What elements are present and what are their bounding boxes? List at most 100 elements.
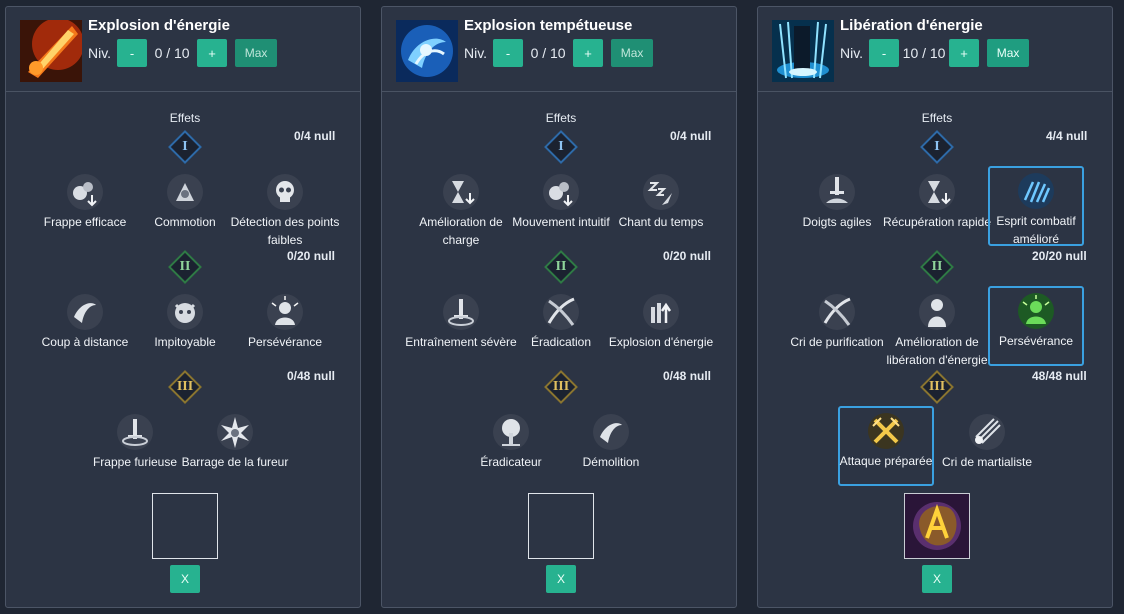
tripod-node[interactable]: Démolition	[563, 407, 659, 487]
rune-slot[interactable]	[904, 493, 970, 559]
sleep-zz-icon	[643, 174, 679, 210]
skill-header: Explosion tempétueuse Niv. - 0 / 10 + Ma…	[382, 7, 736, 92]
tier2-badge: II	[920, 250, 954, 284]
tripod-label: Détection des points faibles	[230, 215, 340, 247]
tripod-node[interactable]: Éradicateur	[463, 407, 559, 487]
clear-rune-button[interactable]: X	[546, 565, 576, 593]
tripod-node-selected[interactable]: Esprit combatif amélioré	[988, 166, 1084, 246]
tripod-node[interactable]: Amélioration de libération d'énergie	[886, 287, 988, 367]
tripod-label: Récupération rapide	[882, 215, 992, 229]
level-decrease-button[interactable]: -	[117, 39, 148, 67]
tripod-node-selected[interactable]: Persévérance	[988, 286, 1084, 366]
tree-burst-icon	[493, 414, 529, 450]
tier3-count: 0/48 null	[663, 369, 712, 383]
tier2-count: 0/20 null	[287, 249, 336, 263]
storm-explosion-skill-icon	[396, 20, 458, 82]
tripod-node[interactable]: Entraînement sévère	[405, 287, 517, 367]
tripod-node[interactable]: Chant du temps	[613, 167, 709, 247]
tripod-node[interactable]: Mouvement intuitif	[512, 167, 610, 247]
tripod-label: Amélioration de charge	[419, 215, 503, 247]
level-label: Niv.	[464, 45, 488, 61]
level-max-button[interactable]: Max	[611, 39, 654, 67]
level-row: Niv. - 0 / 10 + Max	[464, 39, 654, 67]
skill-panel-3: Libération d'énergie Niv. - 10 / 10 + Ma…	[757, 6, 1113, 608]
rune-slot[interactable]	[152, 493, 218, 559]
effects-label: Effets	[169, 111, 201, 125]
tripod-node-selected[interactable]: Attaque préparée	[838, 406, 934, 486]
skill-header: Libération d'énergie Niv. - 10 / 10 + Ma…	[758, 7, 1112, 92]
tier3-badge: III	[920, 370, 954, 404]
tier2-badge: II	[168, 250, 202, 284]
level-decrease-button[interactable]: -	[493, 39, 524, 67]
skill-panel-2: Explosion tempétueuse Niv. - 0 / 10 + Ma…	[381, 6, 737, 608]
tier2-count: 20/20 null	[1032, 249, 1087, 263]
tier1-count: 0/4 null	[670, 129, 712, 143]
tier1-count: 4/4 null	[1046, 129, 1088, 143]
tripod-node[interactable]: Frappe furieuse	[87, 407, 183, 487]
sword-whirl-icon	[117, 414, 153, 450]
level-increase-button[interactable]: +	[573, 39, 604, 67]
tripod-node[interactable]: Doigts agiles	[789, 167, 885, 247]
tripod-node[interactable]: Barrage de la fureur	[182, 407, 288, 487]
tripod-label: Cri de purification	[790, 335, 884, 349]
bombs-down-icon	[543, 174, 579, 210]
rune-slot[interactable]	[528, 493, 594, 559]
tier1-badge: I	[920, 130, 954, 164]
skull-icon	[267, 174, 303, 210]
tripod-label: Explosion d'énergie	[608, 335, 714, 349]
effects-label: Effets	[545, 111, 577, 125]
level-max-button[interactable]: Max	[987, 39, 1030, 67]
tripod-label: Frappe efficace	[43, 215, 127, 229]
figure-icon	[919, 294, 955, 330]
tripod-node[interactable]: Cri de martialiste	[939, 407, 1035, 487]
tier2-badge: II	[544, 250, 578, 284]
tripod-node[interactable]: Éradication	[513, 287, 609, 367]
power-up-icon	[643, 294, 679, 330]
crossed-swords-icon	[868, 413, 904, 449]
level-increase-button[interactable]: +	[949, 39, 980, 67]
level-value: 0 / 10	[530, 45, 566, 61]
tripod-label: Cri de martialiste	[941, 455, 1033, 469]
bombs-down-icon	[67, 174, 103, 210]
tier1-badge: I	[168, 130, 202, 164]
cross-slash-icon	[543, 294, 579, 330]
tripod-node[interactable]: Explosion d'énergie	[609, 287, 713, 367]
tripod-label: Persévérance	[247, 335, 323, 349]
tier3-badge: III	[544, 370, 578, 404]
tripod-node[interactable]: Impitoyable	[137, 287, 233, 367]
level-decrease-button[interactable]: -	[869, 39, 900, 67]
demon-face-icon	[167, 294, 203, 330]
skill-panel-1: Explosion d'énergie Niv. - 0 / 10 + Max …	[5, 6, 361, 608]
tripod-node[interactable]: Récupération rapide	[883, 167, 991, 247]
tripod-node[interactable]: Persévérance	[237, 287, 333, 367]
clear-rune-button[interactable]: X	[170, 565, 200, 593]
tripod-node[interactable]: Commotion	[137, 167, 233, 247]
hourglass-down-icon	[443, 174, 479, 210]
tier2-count: 0/20 null	[663, 249, 712, 263]
tripod-node[interactable]: Frappe efficace	[37, 167, 133, 247]
hand-sword-icon	[819, 174, 855, 210]
tripod-node[interactable]: Détection des points faibles	[231, 167, 339, 247]
clear-rune-button[interactable]: X	[922, 565, 952, 593]
tripod-label: Éradication	[530, 335, 592, 349]
level-value: 0 / 10	[154, 45, 190, 61]
tripod-node[interactable]: Coup à distance	[37, 287, 133, 367]
tier3-count: 48/48 null	[1032, 369, 1087, 383]
tripod-node[interactable]: Amélioration de charge	[413, 167, 509, 247]
gold-rune-icon	[905, 494, 969, 558]
level-increase-button[interactable]: +	[197, 39, 228, 67]
level-max-button[interactable]: Max	[235, 39, 278, 67]
tripod-node[interactable]: Cri de purification	[789, 287, 885, 367]
skill-title: Libération d'énergie	[840, 17, 983, 34]
tripod-label: Entraînement sévère	[405, 335, 517, 349]
effects-label: Effets	[921, 111, 953, 125]
energy-explosion-skill-icon	[20, 20, 82, 82]
tier1-count: 0/4 null	[294, 129, 336, 143]
tripod-label: Amélioration de libération d'énergie	[886, 335, 988, 367]
comet-icon	[969, 414, 1005, 450]
tripod-label: Éradicateur	[480, 455, 542, 469]
level-row: Niv. - 10 / 10 + Max	[840, 39, 1030, 67]
tier1-badge: I	[544, 130, 578, 164]
tripod-label: Persévérance	[998, 334, 1074, 348]
tripod-label: Barrage de la fureur	[181, 455, 289, 469]
